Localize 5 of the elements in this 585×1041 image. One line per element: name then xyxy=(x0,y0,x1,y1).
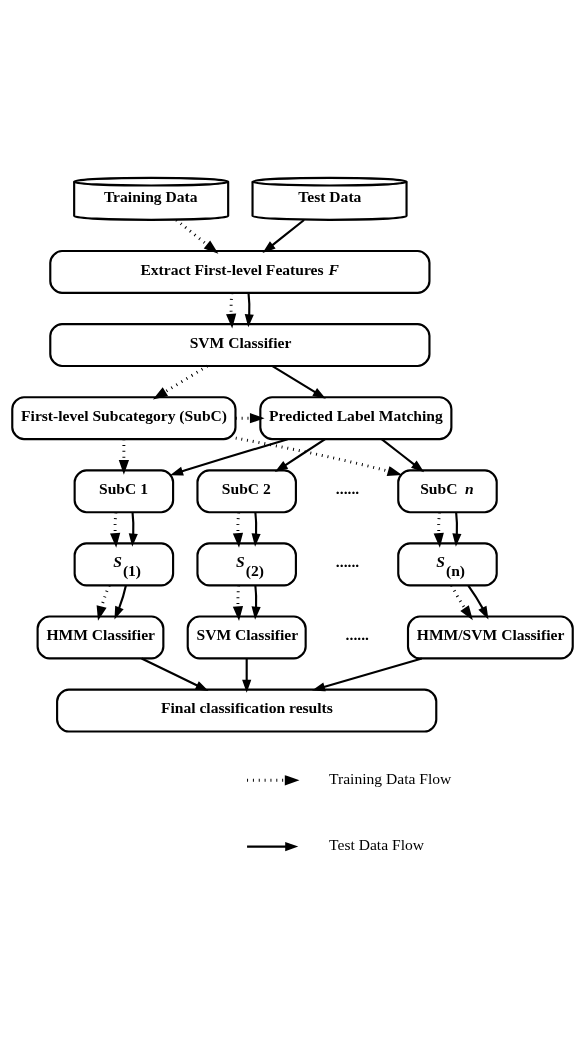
label: ...... xyxy=(335,479,360,497)
legend-label: Test Data Flow xyxy=(329,835,425,853)
label: ...... xyxy=(335,552,360,570)
label: ...... xyxy=(345,625,369,643)
legend-label: Training Data Flow xyxy=(329,769,452,787)
